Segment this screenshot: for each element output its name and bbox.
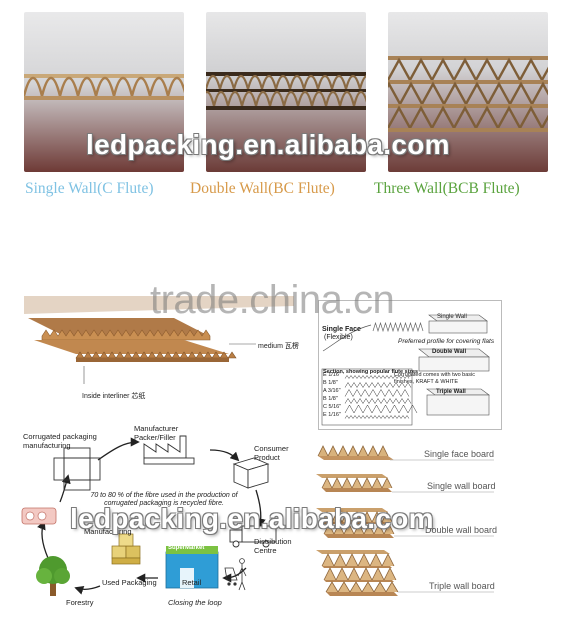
flute-section-wave: [344, 375, 410, 379]
flute-size-label: E 1/16": [323, 372, 341, 378]
cycle-manufacturing: Corrugated packaging manufacturing: [23, 432, 97, 450]
liner-label: Inside interliner 芯纸: [82, 393, 146, 400]
board-triple-wall-label: Triple wall board: [429, 581, 495, 591]
flute-size-label: C 5/16": [323, 404, 342, 410]
double-wall-board-top: [316, 508, 388, 512]
cycle-store: SuperMarket: [168, 545, 205, 551]
cycle-used: Used Packaging: [102, 578, 157, 587]
triple-wall-board-top: [316, 550, 390, 554]
flute-size-label: E 1/16": [323, 412, 341, 418]
single-wall-board-bottom: [322, 488, 392, 492]
cycle-closing: Closing the loop: [168, 598, 222, 607]
recycling-cycle: [20, 418, 298, 608]
corrugated-note: Corrugated comes with two basic finishes…: [394, 372, 476, 385]
single-wall-label: Single Wall: [437, 314, 467, 320]
flute-diagram: [318, 300, 502, 430]
triple-wall-board-mid: [322, 566, 392, 568]
flute-size-label: A 3/16": [323, 388, 341, 394]
board-single-wall-label: Single wall board: [427, 481, 496, 491]
triple-wall-label: Triple Wall: [436, 389, 466, 395]
flute-section-wave: [344, 404, 418, 414]
preferred-label: Preferred profile for covering flats: [398, 338, 495, 345]
triple-wall-board-flute2: [323, 567, 397, 581]
single-face-board-liner: [318, 456, 394, 460]
medium-label: medium 瓦楞: [258, 343, 299, 350]
caption-single-wall: Single Wall(C Flute): [25, 180, 154, 197]
cycle-forestry: Forestry: [66, 598, 94, 607]
flute-section-wave: [344, 388, 410, 398]
triple-wall-board-flute: [321, 553, 395, 567]
caption-double-wall: Double Wall(BC Flute): [190, 180, 335, 197]
flute-size-label: B 1/8": [323, 396, 338, 402]
board-double-wall-label: Double wall board: [425, 525, 498, 535]
caption-three-wall: Three Wall(BCB Flute): [374, 180, 520, 197]
flute-size-label: B 1/8": [323, 380, 338, 386]
single-wall-photo: [24, 12, 184, 172]
single-face-label: Single Face: [322, 326, 361, 333]
flute-section-wave: [344, 382, 412, 388]
cycle-consumer: Consumer Product: [254, 444, 289, 462]
single-wall-board-flute: [321, 477, 393, 489]
section-label: Section, showing popular flute sizes: [323, 369, 419, 375]
watermark-middle: trade.china.cn: [150, 278, 395, 322]
double-wall-board-flute2: [323, 523, 395, 535]
three-wall-photo: [388, 12, 548, 172]
flute-section-wave: [344, 415, 410, 419]
double-wall-board-flute: [321, 511, 393, 523]
cycle-retail: Retail: [182, 578, 202, 587]
triple-wall-board-flute3: [325, 581, 399, 593]
cycle-packer: Manufacturer Packer/Filler: [134, 424, 179, 442]
watermark-top: ledpacking.en.alibaba.com: [86, 129, 450, 160]
single-face-sub: (Flexible): [324, 334, 353, 341]
double-wall-label: Double Wall: [432, 349, 467, 355]
triple-wall-board-mid2: [324, 580, 394, 582]
watermark-bottom: ledpacking.en.alibaba.com: [70, 503, 434, 534]
board-types: [312, 434, 500, 610]
cycle-manufacturing2: Manufacturing: [84, 527, 132, 536]
cycle-distribution: Distribution Centre: [254, 537, 292, 555]
double-wall-photo: [206, 12, 366, 172]
single-face-board-flute: [317, 445, 389, 457]
triple-wall-board-bottom: [326, 592, 398, 596]
layer-diagram: [24, 296, 294, 406]
flute-section-wave: [344, 398, 412, 404]
double-wall-board-bottom: [324, 534, 394, 538]
single-wall-board-top: [316, 474, 388, 478]
board-single-face-label: Single face board: [424, 449, 495, 459]
cycle-note: 70 to 80 % of the fibre used in the prod…: [90, 492, 238, 507]
